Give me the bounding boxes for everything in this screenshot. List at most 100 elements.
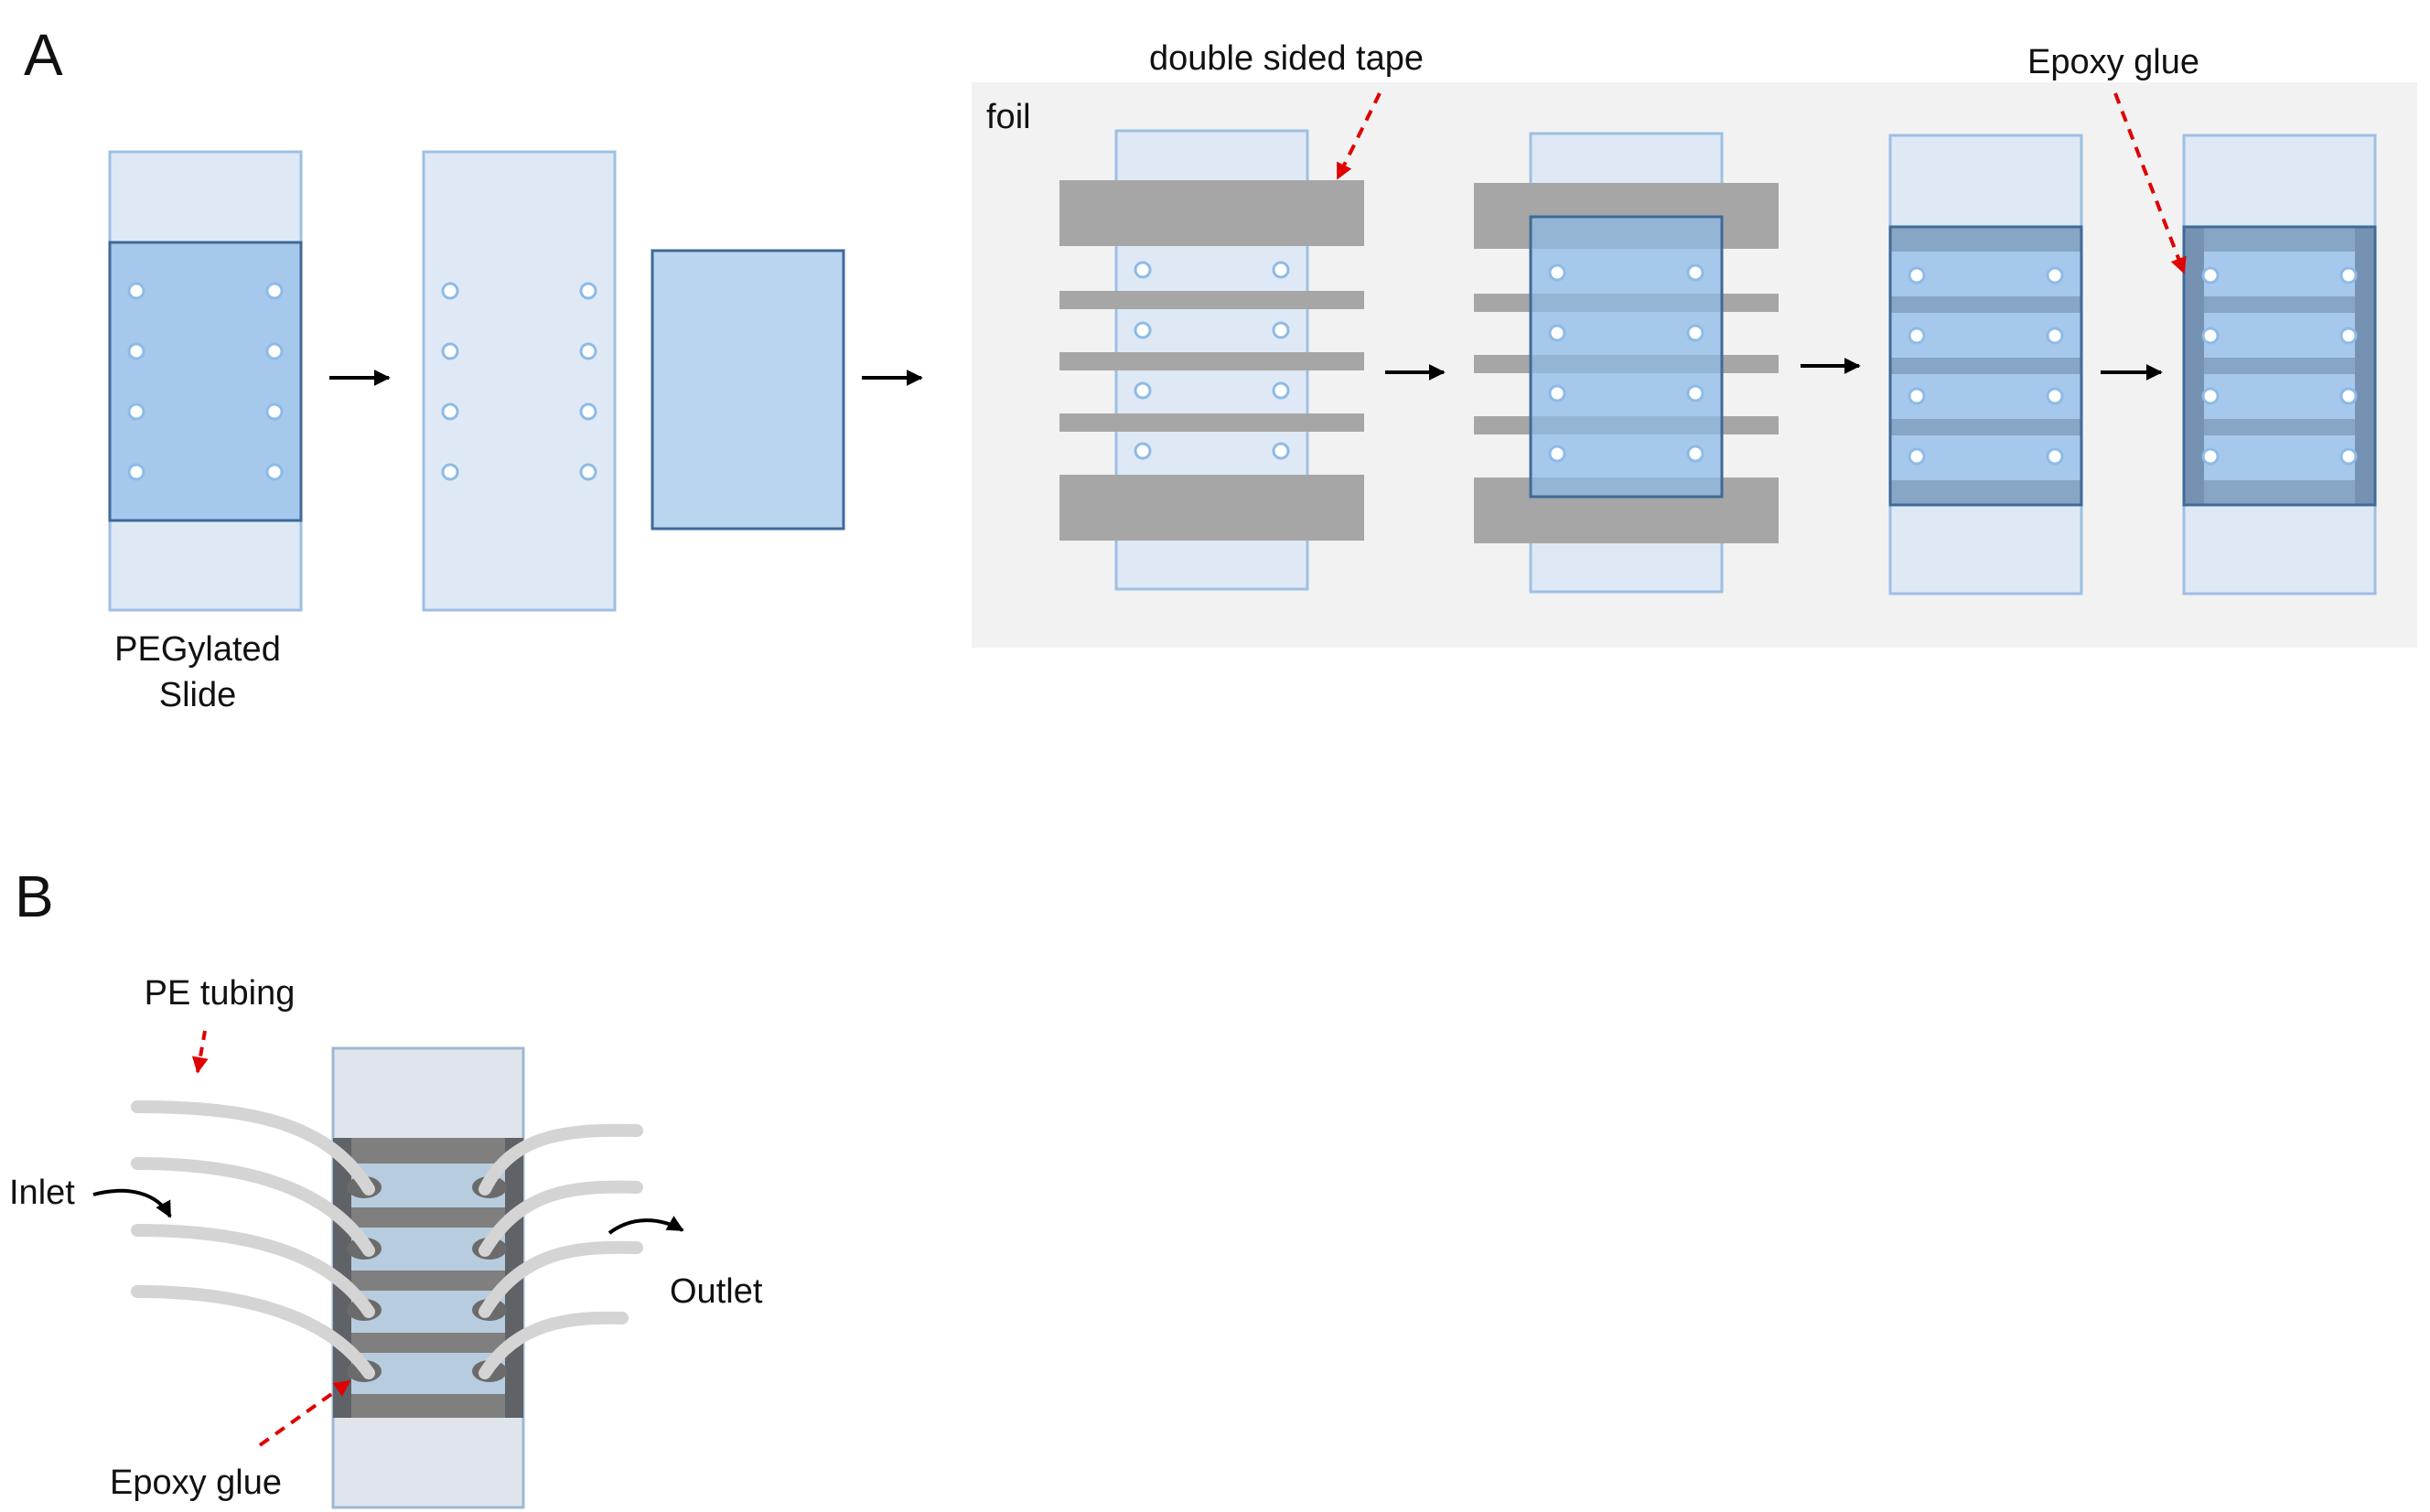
tape-strip <box>1059 291 1364 309</box>
hole <box>1548 324 1566 342</box>
epoxy-pointer-arrow-a <box>2113 92 2187 274</box>
outlet-tube <box>478 1240 643 1318</box>
step-trimmed-chamber <box>1888 134 2083 595</box>
hole <box>1548 384 1566 402</box>
hole <box>1134 442 1152 460</box>
hole <box>579 342 597 360</box>
hole <box>1272 261 1290 279</box>
panel-letter-a: A <box>24 22 63 88</box>
outlet-flow-arrow <box>608 1216 684 1235</box>
tape-strip <box>1059 413 1364 432</box>
tape-band <box>2184 358 2375 374</box>
hole <box>441 463 459 481</box>
hole <box>1686 445 1704 463</box>
tape-band <box>2184 419 2375 435</box>
hole <box>1272 442 1290 460</box>
tape-band <box>2184 296 2375 313</box>
step-epoxy-sealed-chamber <box>2182 134 2377 595</box>
coverslip-outline <box>2182 225 2377 507</box>
coverslip-alone <box>651 249 845 531</box>
pe-tubing-pointer-arrow <box>191 1030 209 1074</box>
tape-wide <box>1059 180 1364 246</box>
hole <box>2339 447 2358 466</box>
hole <box>441 402 459 421</box>
tape-band <box>333 1271 523 1291</box>
step-drilled-slide <box>422 150 617 612</box>
hole <box>127 463 145 481</box>
coverslip-outline <box>1888 225 2083 507</box>
tape-band <box>1890 358 2081 374</box>
hole <box>2046 447 2064 466</box>
tape-band <box>333 1394 523 1418</box>
outlet-tube <box>478 1123 643 1196</box>
hole <box>265 463 284 481</box>
hole <box>441 342 459 360</box>
tape-band <box>2184 480 2375 505</box>
glass-slide <box>422 150 617 612</box>
tape-band <box>1890 296 2081 313</box>
hole <box>1908 266 1926 284</box>
hole <box>1686 263 1704 282</box>
tape-band <box>333 1138 523 1163</box>
tape-band <box>1890 419 2081 435</box>
tape-band <box>1890 227 2081 252</box>
hole <box>579 402 597 421</box>
hole <box>1548 263 1566 282</box>
hole <box>2201 447 2220 466</box>
hole <box>127 282 145 300</box>
hole <box>1908 327 1926 345</box>
double-sided-tape-label: double sided tape <box>1149 39 1424 78</box>
inlet-flow-arrow <box>92 1188 172 1218</box>
tape-band <box>333 1333 523 1353</box>
hole <box>1548 445 1566 463</box>
hole <box>127 342 145 360</box>
hole <box>1134 261 1152 279</box>
outlet-tube <box>478 1311 629 1379</box>
hole <box>1908 447 1926 466</box>
panel-letter-b: B <box>15 863 54 929</box>
outlet-label: Outlet <box>670 1272 763 1311</box>
hole <box>2201 266 2220 284</box>
tape-band <box>333 1207 523 1228</box>
hole <box>265 342 284 360</box>
hole <box>1686 384 1704 402</box>
hole <box>2339 327 2358 345</box>
tape-pointer-arrow <box>1336 92 1382 180</box>
epoxy-edge-left <box>2184 227 2204 505</box>
hole <box>1686 324 1704 342</box>
hole <box>265 402 284 421</box>
hole <box>1134 321 1152 339</box>
hole <box>1272 381 1290 400</box>
pegylated-label-line1: PEGylated <box>114 630 281 669</box>
tape-band <box>1890 480 2081 505</box>
inlet-tube <box>131 1224 375 1318</box>
tape-band <box>2184 227 2375 252</box>
step-coverslip-on-tape <box>1474 132 1779 594</box>
hole <box>265 282 284 300</box>
inlet-tube <box>131 1285 375 1379</box>
pe-tubing-group <box>131 1100 643 1379</box>
hole-group <box>127 282 284 481</box>
hole <box>1272 321 1290 339</box>
hole <box>1908 387 1926 405</box>
hole <box>127 402 145 421</box>
hole <box>2339 387 2358 405</box>
pegylated-label-line2: Slide <box>159 676 237 714</box>
foil-label: foil <box>986 98 1031 136</box>
hole <box>441 282 459 300</box>
tape-strip <box>1059 352 1364 370</box>
epoxy-glue-label-a: Epoxy glue <box>2027 43 2199 81</box>
epoxy-edge-right <box>2355 227 2375 505</box>
inlet-tube <box>131 1157 375 1257</box>
hole <box>2046 387 2064 405</box>
inlet-label: Inlet <box>9 1174 75 1212</box>
step-tape-strips <box>1059 129 1364 591</box>
pe-tubing-label: PE tubing <box>145 974 296 1013</box>
hole <box>2046 327 2064 345</box>
assembled-flow-chamber <box>131 1046 643 1509</box>
tape-wide <box>1059 475 1364 541</box>
hole <box>2201 387 2220 405</box>
hole <box>579 282 597 300</box>
hole <box>2201 327 2220 345</box>
